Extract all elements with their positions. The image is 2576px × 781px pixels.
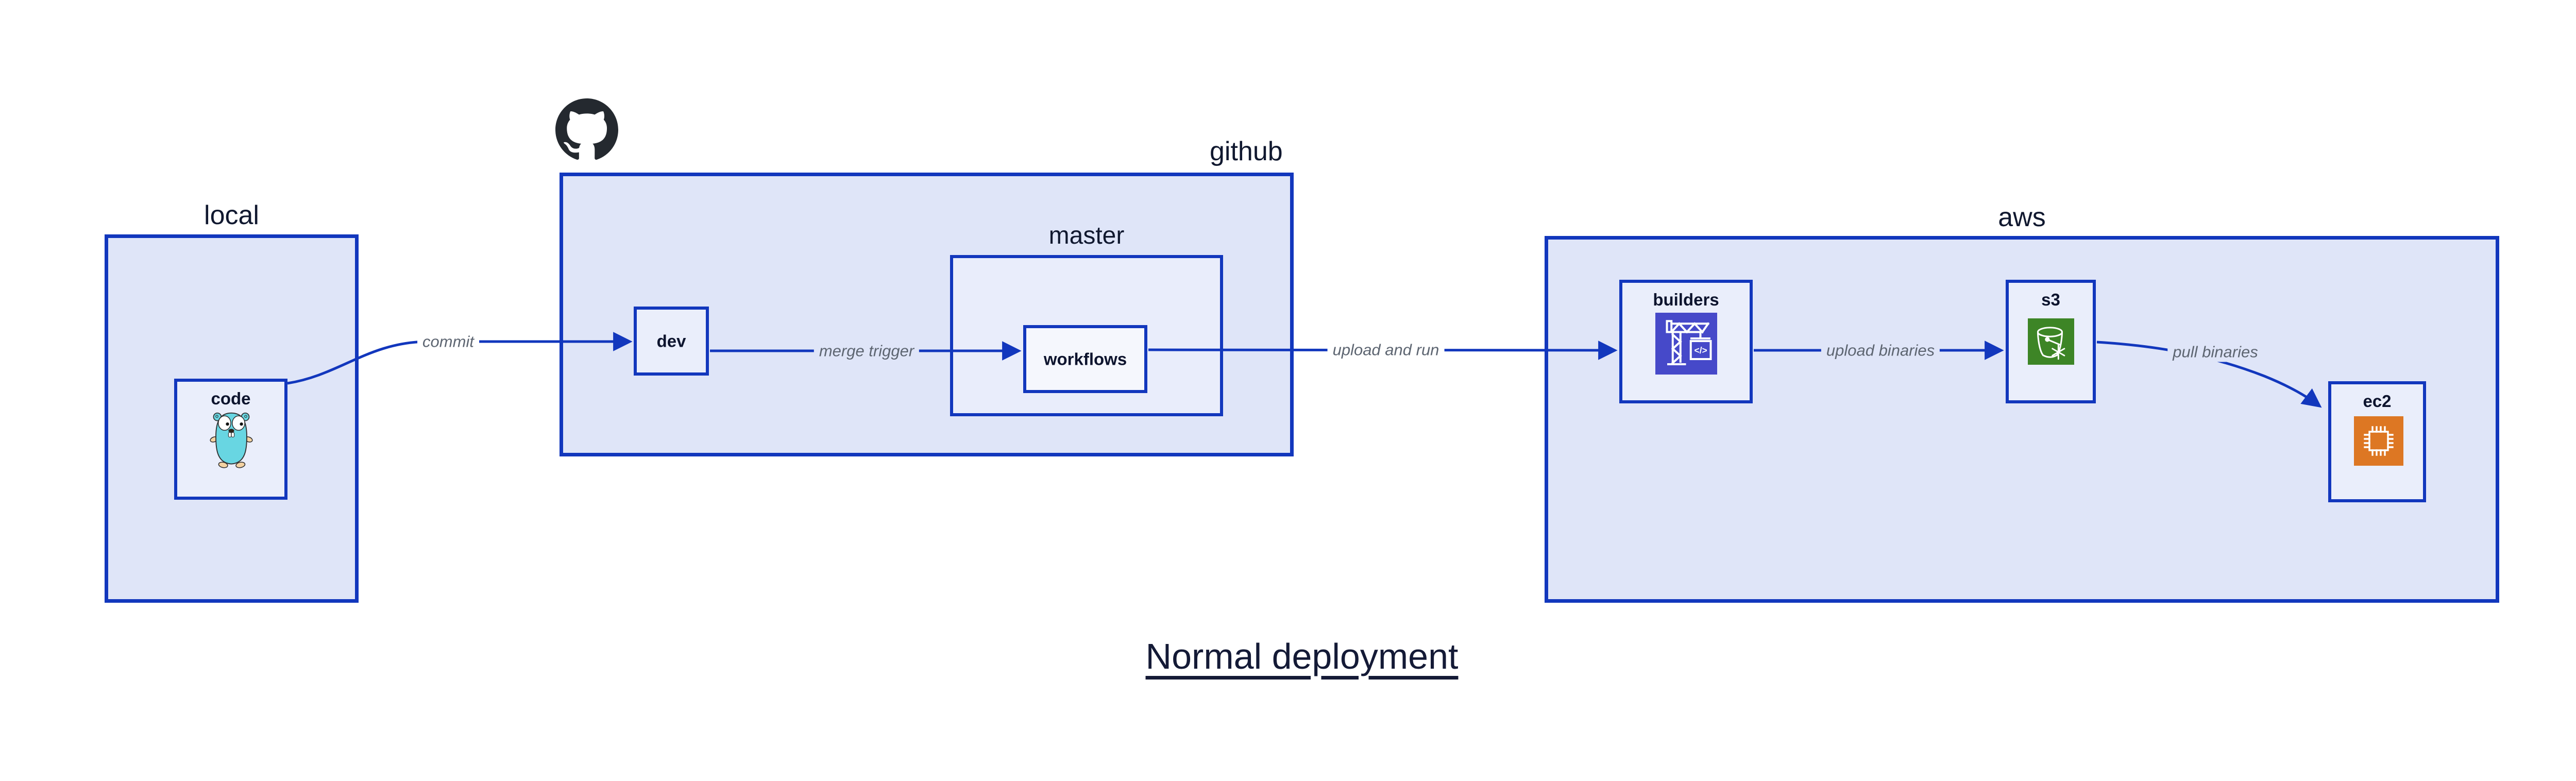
diagram-title: Normal deployment <box>1145 636 1459 676</box>
github-group-label: github <box>1210 137 1283 166</box>
dev-node: dev <box>634 307 709 376</box>
ec2-node-label: ec2 <box>2363 392 2392 411</box>
workflows-node-label: workflows <box>1043 349 1127 369</box>
workflows-node: workflows <box>1023 325 1147 393</box>
dev-node-label: dev <box>656 331 686 351</box>
ec2-node: ec2 <box>2328 381 2426 502</box>
edge-commit-arrow <box>287 332 633 385</box>
edge-label-upload-and-run: upload and run <box>1327 339 1445 360</box>
edge-label-upload-binaries: upload binaries <box>1821 340 1940 361</box>
github-octocat-icon <box>555 98 618 160</box>
edge-label-commit: commit <box>417 331 479 352</box>
aws-group-label: aws <box>1998 202 2046 232</box>
edge-label-pull-binaries: pull binaries <box>2167 342 2263 362</box>
builders-node: builders </> <box>1619 280 1753 403</box>
edge-label-merge-trigger: merge trigger <box>814 341 920 361</box>
s3-node: s3 <box>2006 280 2096 403</box>
edge-pull-binaries-arrow <box>2096 341 2322 408</box>
s3-glacier-bucket-icon <box>2028 318 2074 365</box>
code-node-label: code <box>211 389 251 408</box>
codebuild-code-glyph: </> <box>1694 345 1707 355</box>
ec2-chip-icon <box>2354 416 2403 466</box>
codebuild-crane-icon: </> <box>1655 313 1717 375</box>
s3-node-label: s3 <box>2041 290 2060 309</box>
go-gopher-icon <box>210 412 253 468</box>
builders-node-label: builders <box>1653 290 1719 309</box>
master-group-label: master <box>1048 222 1125 249</box>
code-node: code <box>174 379 287 500</box>
local-group-label: local <box>204 200 259 230</box>
